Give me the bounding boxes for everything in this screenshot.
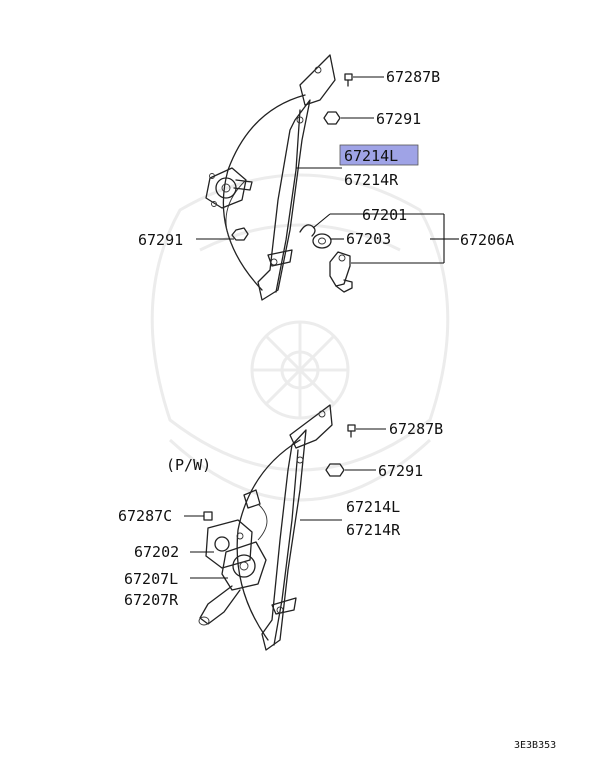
label-67214R-lower[interactable]: 67214R [346,521,401,539]
winder-drum [205,167,253,209]
label-67206A: 67206A [460,231,514,249]
clip-67201-icon [299,224,316,237]
washer-67203-icon [312,233,332,249]
label-67287B-lower: 67287B [389,420,443,438]
label-67214L-lower[interactable]: 67214L [346,498,400,516]
upper-regulator-assembly [205,54,353,301]
nut-67291-left-icon [231,227,249,241]
bolt-67287B-top-icon [344,73,353,87]
upper-labels: 67287B 67291 67214L 67214R 67201 67203 6… [138,68,514,249]
nut-67291-lower-icon [325,463,345,477]
diagram-code: 3E3B353 [514,740,556,751]
motor-bracket-67202-icon [205,519,253,569]
label-67287C: 67287C [118,507,172,525]
label-67202: 67202 [134,543,179,561]
window-handle-icon [329,251,353,293]
bolt-67287C-icon [203,511,213,521]
label-67291-upper: 67291 [376,110,421,128]
window-motor-icon [198,541,267,626]
label-67203: 67203 [346,230,391,248]
lower-regulator-assembly [198,404,356,651]
lower-leader-lines [184,428,386,579]
label-67291-left: 67291 [138,231,183,249]
label-67214R-upper[interactable]: 67214R [344,171,399,189]
highlight-67214L [339,144,419,166]
upper-leader-lines [196,76,459,264]
bolt-67287B-lower-icon [347,424,356,438]
nut-67291-top-icon [323,111,341,125]
label-67287B-upper: 67287B [386,68,440,86]
lower-labels: (P/W) 67287B 67291 67214L 67214R 67287C … [118,420,443,609]
label-67214L-upper[interactable]: 67214L [344,147,398,165]
power-window-note: (P/W) [166,456,211,474]
label-67201: 67201 [362,206,407,224]
label-67207L: 67207L [124,570,178,588]
label-67207R: 67207R [124,591,179,609]
label-67291-lower: 67291 [378,462,423,480]
